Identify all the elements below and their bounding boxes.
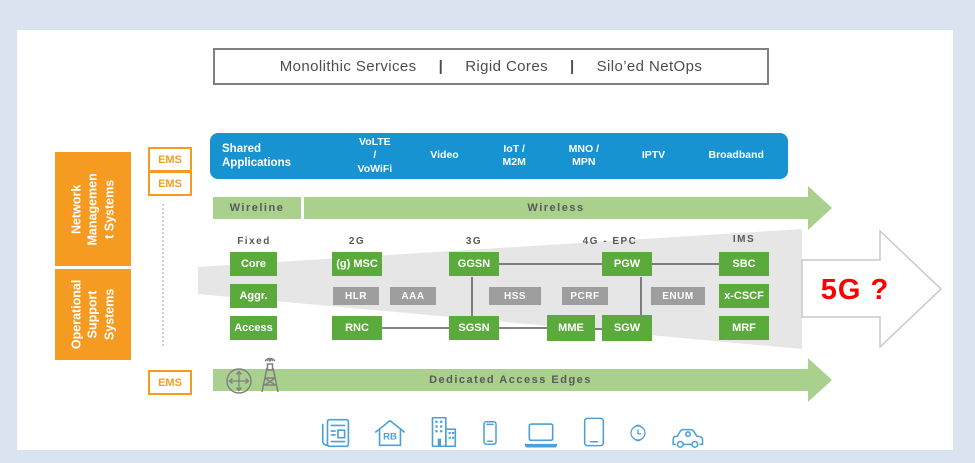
operational-support-systems-panel: Operational Support Systems (55, 269, 131, 360)
wireless-arrow-head (808, 186, 832, 230)
wireline-bar: Wireline (213, 197, 301, 219)
cell-tower-icon (261, 357, 279, 393)
node-xcscf: x-CSCF (719, 284, 769, 308)
node-hss: HSS (489, 287, 541, 305)
node-core: Core (230, 252, 277, 276)
title-bar: Monolithic Services | Rigid Cores | Silo… (213, 48, 769, 85)
app-iptv: IPTV (641, 149, 666, 162)
node-enum: ENUM (651, 287, 705, 305)
title-segment-monolithic: Monolithic Services (279, 58, 417, 75)
smartwatch-icon (630, 424, 646, 442)
app-mno-mpn: MNO / MPN (568, 142, 600, 168)
node-pgw: PGW (602, 252, 652, 276)
node-ggsn: GGSN (449, 252, 499, 276)
app-video: Video (430, 149, 459, 162)
5g-question-label: 5G ? (820, 274, 890, 306)
title-segment-rigid: Rigid Cores (465, 58, 548, 75)
node-sbc: SBC (719, 252, 769, 276)
node-mrf: MRF (719, 316, 769, 340)
node-sgsn: SGSN (449, 316, 499, 340)
node-gmsc: (g) MSC (332, 252, 382, 276)
app-shared-applications: Shared Applications (222, 142, 292, 169)
smart-home-badge: RB (383, 432, 397, 443)
node-mme: MME (547, 315, 595, 341)
5g-outline-arrow (801, 229, 943, 349)
column-header-4g-epc: 4G - EPC (582, 236, 638, 247)
node-connector-lines (381, 263, 720, 330)
column-header-ims: IMS (732, 234, 756, 245)
ems-box-1: EMS (148, 147, 192, 172)
network-management-systems-panel: Network Managemen t Systems (55, 152, 131, 266)
app-iot-m2m: IoT / M2M (502, 142, 526, 168)
dedicated-access-edges-arrow-head (808, 358, 832, 402)
device-icons-row: RB (318, 408, 710, 452)
node-rnc: RNC (332, 316, 382, 340)
title-separator: | (438, 58, 444, 75)
dedicated-access-edges-arrow: Dedicated Access Edges (213, 369, 808, 391)
tablet-icon (583, 417, 604, 447)
shared-applications-bar: Shared Applications VoLTE / VoWiFi Video… (210, 133, 788, 179)
operational-support-systems-label: Operational Support Systems (69, 279, 117, 350)
enterprise-building-icon (432, 416, 457, 448)
router-icon (226, 368, 252, 394)
node-access: Access (230, 316, 277, 340)
title-separator: | (569, 58, 575, 75)
node-aggr: Aggr. (230, 284, 277, 308)
column-header-3g: 3G (465, 236, 483, 247)
ems-box-2: EMS (148, 171, 192, 196)
newspaper-icon (321, 418, 350, 448)
node-hlr: HLR (333, 287, 379, 305)
title-segment-siloed: Silo’ed NetOps (596, 58, 703, 75)
node-sgw: SGW (602, 315, 652, 341)
column-header-fixed: Fixed (237, 236, 271, 247)
node-aaa: AAA (390, 287, 436, 305)
app-volte-vowifi: VoLTE / VoWiFi (357, 136, 393, 175)
wireless-arrow: Wireless (304, 197, 808, 219)
ems-box-3: EMS (148, 370, 192, 395)
node-pcrf: PCRF (562, 287, 608, 305)
app-broadband: Broadband (708, 149, 764, 162)
smartphone-icon (483, 421, 497, 445)
connected-car-icon (672, 428, 704, 449)
column-header-2g: 2G (348, 236, 366, 247)
laptop-icon (524, 423, 558, 448)
ems-dotted-connector (162, 204, 164, 346)
smart-home-icon: RB (374, 419, 405, 447)
